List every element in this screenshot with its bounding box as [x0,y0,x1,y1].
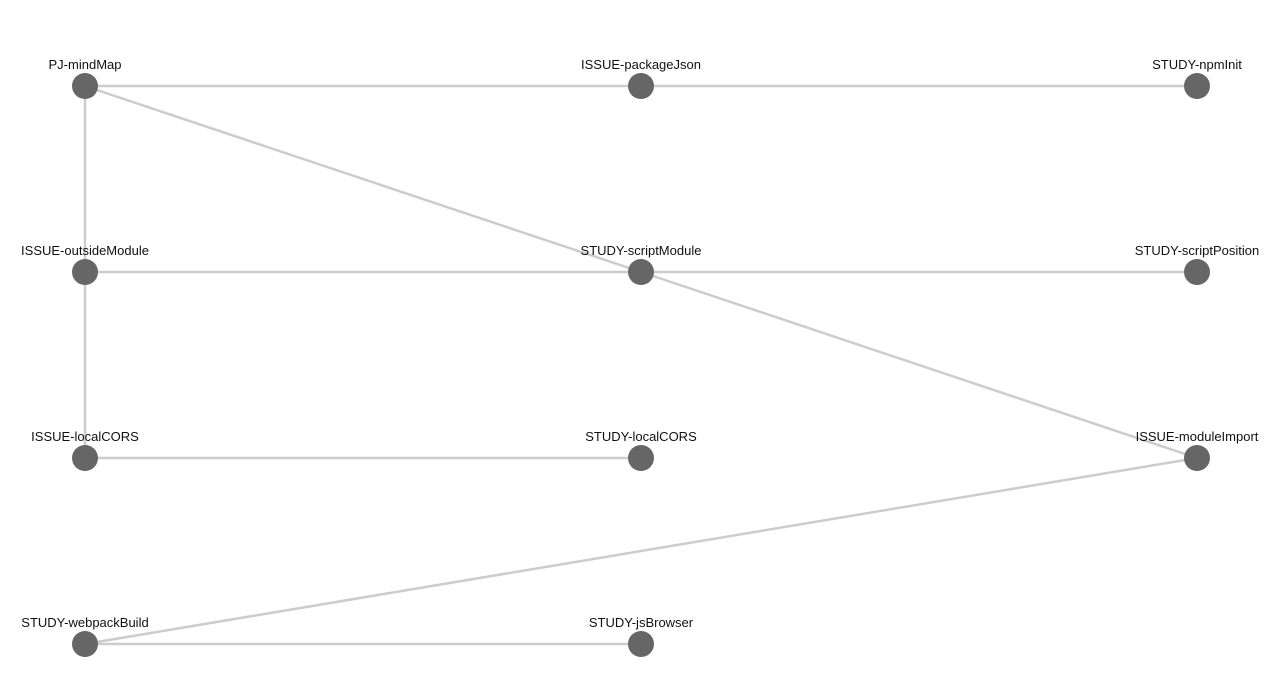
node-label: STUDY-localCORS [585,429,697,444]
node-label: STUDY-webpackBuild [21,615,148,630]
node-label: ISSUE-localCORS [31,429,139,444]
node-label: STUDY-scriptPosition [1135,243,1260,258]
node-circle[interactable] [72,445,98,471]
edge-issue-moduleimport-to-study-webpackbuild [84,456,1198,646]
nodes-layer: PJ-mindMap ISSUE-packageJson STUDY-npmInit… [21,57,1259,657]
node-study-npminit[interactable]: STUDY-npmInit [1152,57,1242,99]
node-circle[interactable] [628,259,654,285]
node-circle[interactable] [72,631,98,657]
node-issue-moduleimport[interactable]: ISSUE-moduleImport [1136,429,1259,471]
node-label: STUDY-jsBrowser [589,615,694,630]
node-issue-outsidemodule[interactable]: ISSUE-outsideModule [21,243,149,285]
node-pj-mindmap[interactable]: PJ-mindMap [49,57,122,99]
node-label: ISSUE-outsideModule [21,243,149,258]
node-study-webpackbuild[interactable]: STUDY-webpackBuild [21,615,149,657]
node-issue-packagejson[interactable]: ISSUE-packageJson [581,57,701,99]
node-circle[interactable] [1184,259,1210,285]
node-study-jsbrowser[interactable]: STUDY-jsBrowser [589,615,694,657]
node-circle[interactable] [1184,445,1210,471]
node-study-scriptmodule[interactable]: STUDY-scriptModule [581,243,702,285]
node-study-scriptposition[interactable]: STUDY-scriptPosition [1135,243,1260,285]
node-circle[interactable] [72,73,98,99]
node-label: STUDY-scriptModule [581,243,702,258]
node-circle[interactable] [1184,73,1210,99]
edge-pj-mindmap-to-study-scriptmodule [84,84,642,274]
node-circle[interactable] [628,73,654,99]
edges-layer [83,84,1198,646]
node-label: ISSUE-packageJson [581,57,701,72]
node-circle[interactable] [628,445,654,471]
node-label: PJ-mindMap [49,57,122,72]
node-issue-localcors[interactable]: ISSUE-localCORS [31,429,139,471]
node-study-localcors[interactable]: STUDY-localCORS [585,429,697,471]
node-label: STUDY-npmInit [1152,57,1242,72]
node-circle[interactable] [72,259,98,285]
node-label: ISSUE-moduleImport [1136,429,1259,444]
edge-study-scriptmodule-to-issue-moduleimport [640,270,1198,460]
node-circle[interactable] [628,631,654,657]
